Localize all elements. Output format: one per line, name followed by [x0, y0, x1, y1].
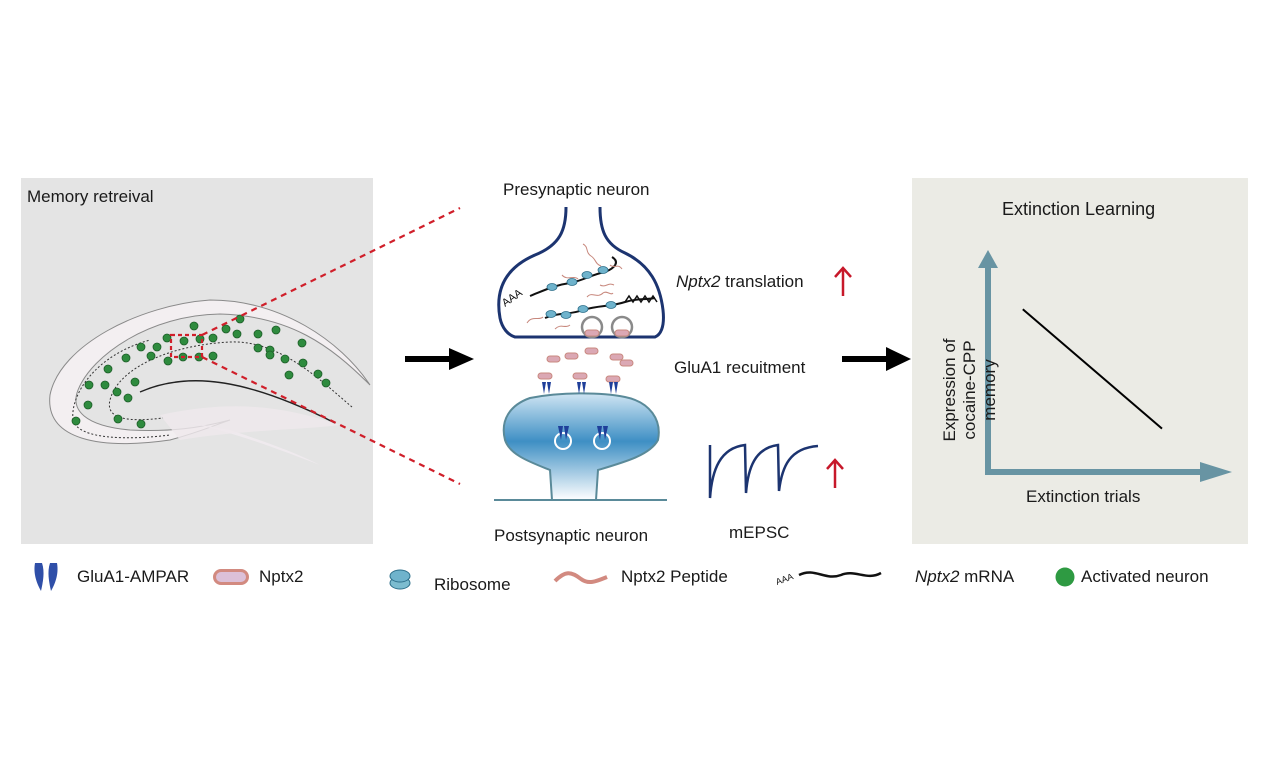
- nptx2-peptides: [526, 243, 623, 330]
- internal-ampars: [554, 426, 611, 450]
- mepsc-trace: [708, 443, 819, 499]
- legend-label: Activated neuron: [1081, 567, 1209, 586]
- translation-up-arrow: [834, 266, 852, 296]
- mepsc-label: mEPSC: [729, 523, 790, 542]
- released-nptx2: [537, 347, 634, 383]
- chart-series: [1022, 308, 1163, 430]
- legend-item-activated-neuron: Activated neuron: [1055, 562, 1209, 592]
- translation-label: Nptx2 translation: [676, 272, 804, 292]
- recruitment-label: GluA1 recuitment: [674, 358, 806, 377]
- mepsc-up-arrow: [826, 458, 844, 488]
- synaptic-vesicles: [580, 315, 634, 339]
- glua1-ampar-icon: [34, 563, 58, 591]
- membrane-ampars: [542, 382, 618, 394]
- hippocampus-illustration: [49, 299, 371, 465]
- memory-retrieval-title: Memory retreival: [27, 187, 154, 206]
- hippocampus-faint-region: [160, 406, 340, 440]
- presynaptic-terminal: [497, 206, 665, 339]
- y-axis: [985, 263, 991, 475]
- activated-neuron-icon: [1055, 567, 1075, 587]
- peptide-icon: [553, 571, 608, 585]
- extinction-title: Extinction Learning: [1002, 199, 1156, 219]
- ribosome-icon: [389, 569, 411, 590]
- nptx2-protein-icon: [213, 569, 249, 585]
- flow-arrow-1: [405, 348, 474, 370]
- legend-item-peptide: Nptx2 Peptide: [553, 562, 728, 592]
- legend-item-mrna: AAA Nptx2 mRNA: [775, 562, 1014, 592]
- extinction-learning-panel: [912, 178, 1248, 544]
- chart-xlabel: Extinction trials: [1026, 487, 1141, 506]
- chart-ylabel-line1: Expression of: [940, 338, 959, 442]
- legend-label-gene: Nptx2: [915, 567, 960, 586]
- chart-ylabel: Expression of cocaine-CPP memory: [940, 320, 1000, 460]
- legend-label: Nptx2 Peptide: [621, 567, 728, 586]
- presynaptic-label: Presynaptic neuron: [503, 180, 650, 199]
- legend-label: Nptx2 mRNA: [915, 567, 1014, 587]
- legend-label: Ribosome: [434, 575, 511, 594]
- chart-series-line: [1022, 308, 1163, 430]
- mrna-tail-text: AAA: [775, 571, 795, 587]
- legend-label: Nptx2: [259, 567, 304, 586]
- zoom-line-top: [201, 207, 461, 336]
- x-axis-arrowhead: [1200, 462, 1232, 482]
- zoom-line-bottom: [201, 356, 461, 485]
- ribosomes: [545, 266, 617, 319]
- legend-item-glua1: GluA1-AMPAR: [33, 562, 189, 592]
- x-axis: [985, 469, 1205, 475]
- mrna-icon: AAA: [775, 571, 882, 587]
- translation-gene: Nptx2: [676, 272, 721, 291]
- legend-label: GluA1-AMPAR: [77, 567, 190, 586]
- flow-arrow-2: [842, 347, 911, 371]
- chart-axes: [978, 250, 1232, 482]
- legend-item-nptx2: Nptx2: [213, 562, 303, 592]
- legend-item-ribosome: Ribosome: [388, 565, 511, 595]
- chart-ylabel-line2: cocaine-CPP memory: [960, 340, 999, 440]
- translation-text: translation: [720, 272, 804, 291]
- zoom-region-box: [169, 333, 204, 359]
- postsynaptic-label: Postsynaptic neuron: [494, 526, 649, 545]
- mrna-polya-tail-right: [624, 294, 658, 304]
- legend-label-rest: mRNA: [959, 567, 1015, 586]
- y-axis-arrowhead: [978, 250, 998, 268]
- postsynaptic-spine: [494, 392, 667, 501]
